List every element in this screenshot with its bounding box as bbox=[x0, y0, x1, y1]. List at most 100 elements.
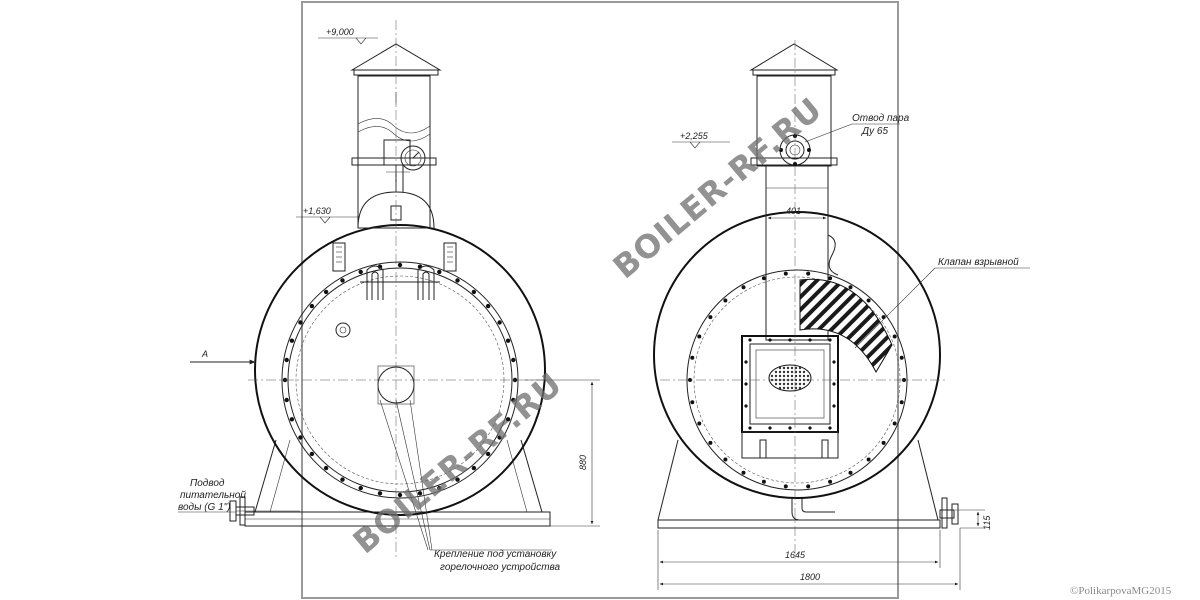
flange-bolt bbox=[437, 485, 442, 491]
flange-bolt bbox=[298, 435, 303, 440]
flange-bolt bbox=[377, 491, 383, 496]
section-marker: A bbox=[190, 349, 256, 365]
sight-grid-dot bbox=[790, 382, 794, 386]
flange-bolt bbox=[471, 465, 477, 471]
burner-mount-annotation: Крепление под установку горелочного устр… bbox=[379, 399, 561, 573]
door-bolt bbox=[744, 404, 748, 408]
sight-grid-dot bbox=[790, 374, 794, 378]
door-bolt bbox=[808, 426, 812, 430]
sight-grid-dot bbox=[770, 374, 774, 378]
door-bolt bbox=[788, 426, 792, 430]
steam-outlet-label-line2: Ду 65 bbox=[861, 126, 888, 137]
flange-bolt bbox=[828, 276, 833, 281]
height-dimension: 880 bbox=[525, 379, 600, 527]
flange-bolt bbox=[397, 492, 403, 498]
elevation-top-front-label: +9,000 bbox=[326, 27, 354, 37]
base-height-label: 115 bbox=[982, 515, 992, 530]
feedwater-pipe bbox=[229, 496, 300, 526]
flange-bolt bbox=[708, 440, 713, 445]
flange-bolt bbox=[697, 421, 702, 426]
height-dim-label: 880 bbox=[578, 455, 588, 470]
sight-grid-dot bbox=[778, 366, 782, 370]
flange-bolt bbox=[437, 269, 442, 275]
flange-bolt bbox=[741, 285, 746, 290]
flange-bolt bbox=[892, 334, 897, 339]
flange-bolt bbox=[497, 320, 502, 325]
rear-view: +2,255 Отвод пара Ду 65 401 Клапан взрыв… bbox=[653, 40, 1030, 590]
flange-bolt bbox=[881, 440, 886, 445]
sight-grid-dot bbox=[778, 378, 782, 382]
door-bolt bbox=[748, 338, 752, 342]
sight-grid-dot bbox=[786, 366, 790, 370]
flange-bolt bbox=[323, 289, 329, 295]
feedwater-label-line2: питательной bbox=[180, 490, 246, 501]
sight-grid-dot bbox=[782, 378, 786, 382]
sight-grid-dot bbox=[786, 382, 790, 386]
flange-bolt bbox=[806, 484, 811, 489]
sight-grid-dot bbox=[798, 374, 802, 378]
flange-bolt bbox=[806, 271, 811, 276]
width-dimensions: 1645 1800 bbox=[657, 528, 961, 590]
rear-sight-grid bbox=[768, 364, 812, 392]
inspection-port-left bbox=[332, 242, 346, 272]
sight-grid-dot bbox=[790, 386, 794, 390]
front-shell-outer bbox=[254, 224, 546, 516]
flange-bolt bbox=[323, 465, 329, 471]
elevation-mid-front-label: +1,630 bbox=[303, 206, 331, 216]
steam-outlet-annotation: Отвод пара Ду 65 bbox=[804, 113, 910, 143]
sight-grid-dot bbox=[774, 382, 778, 386]
flue-width-label: 401 bbox=[786, 206, 801, 216]
door-bolt bbox=[832, 404, 836, 408]
sight-grid-dot bbox=[790, 370, 794, 374]
door-bolt bbox=[808, 338, 812, 342]
explosion-valve-label: Клапан взрывной bbox=[938, 257, 1019, 268]
door-bolt bbox=[748, 426, 752, 430]
flange-bolt bbox=[397, 262, 403, 268]
width-outer-label: 1800 bbox=[800, 572, 820, 582]
sight-grid-dot bbox=[798, 366, 802, 370]
rear-chimney-cap bbox=[749, 43, 839, 71]
flange-bolt bbox=[848, 285, 853, 290]
sight-grid-dot bbox=[778, 374, 782, 378]
flue-width-dimension: 401 bbox=[767, 206, 827, 220]
sight-grid-dot bbox=[794, 366, 798, 370]
flange-bolt bbox=[761, 276, 766, 281]
flange-bolt bbox=[690, 355, 695, 360]
feedwater-label-line3: воды (G 1") bbox=[178, 502, 231, 513]
base-height-dimension: 115 bbox=[955, 509, 992, 530]
burner-mount-label-line1: Крепление под установку bbox=[434, 549, 557, 560]
explosion-valve-hatch bbox=[799, 278, 893, 374]
flange-bolt bbox=[828, 479, 833, 484]
door-bolt bbox=[768, 338, 772, 342]
flange-bolt bbox=[505, 338, 511, 343]
flange-bolt bbox=[485, 451, 491, 457]
inspection-port-right bbox=[443, 242, 457, 272]
door-handles bbox=[360, 265, 440, 300]
flange-bolt bbox=[690, 400, 695, 405]
sight-grid-dot bbox=[802, 382, 806, 386]
burner-mount-label-line2: горелочного устройства bbox=[440, 562, 561, 573]
sight-grid-dot bbox=[794, 386, 798, 390]
feedwater-annotation: Подвод питательной воды (G 1") bbox=[178, 478, 246, 513]
rear-saddle bbox=[657, 439, 939, 521]
sight-grid-dot bbox=[794, 370, 798, 374]
elevation-top-front: +9,000 bbox=[318, 27, 378, 45]
flange-bolt bbox=[358, 485, 363, 491]
feedwater-label-line1: Подвод bbox=[190, 478, 225, 489]
sight-grid-dot bbox=[798, 386, 802, 390]
sight-grid-dot bbox=[798, 370, 802, 374]
flange-bolt bbox=[505, 417, 511, 422]
flange-bolt bbox=[289, 338, 295, 343]
elevation-mid-front: +1,630 bbox=[296, 206, 360, 224]
front-chimney bbox=[357, 75, 431, 229]
drawing-frame bbox=[301, 1, 899, 599]
steam-outlet-label-line1: Отвод пара bbox=[852, 113, 910, 124]
sight-grid-dot bbox=[778, 386, 782, 390]
flange-bolt bbox=[866, 457, 871, 462]
sight-grid-dot bbox=[778, 382, 782, 386]
flange-bolt bbox=[284, 397, 289, 403]
door-bolt bbox=[744, 360, 748, 364]
watermark-lower: BOILER-RF.RU bbox=[346, 365, 570, 561]
sight-grid-dot bbox=[786, 370, 790, 374]
flange-bolt bbox=[485, 303, 491, 309]
